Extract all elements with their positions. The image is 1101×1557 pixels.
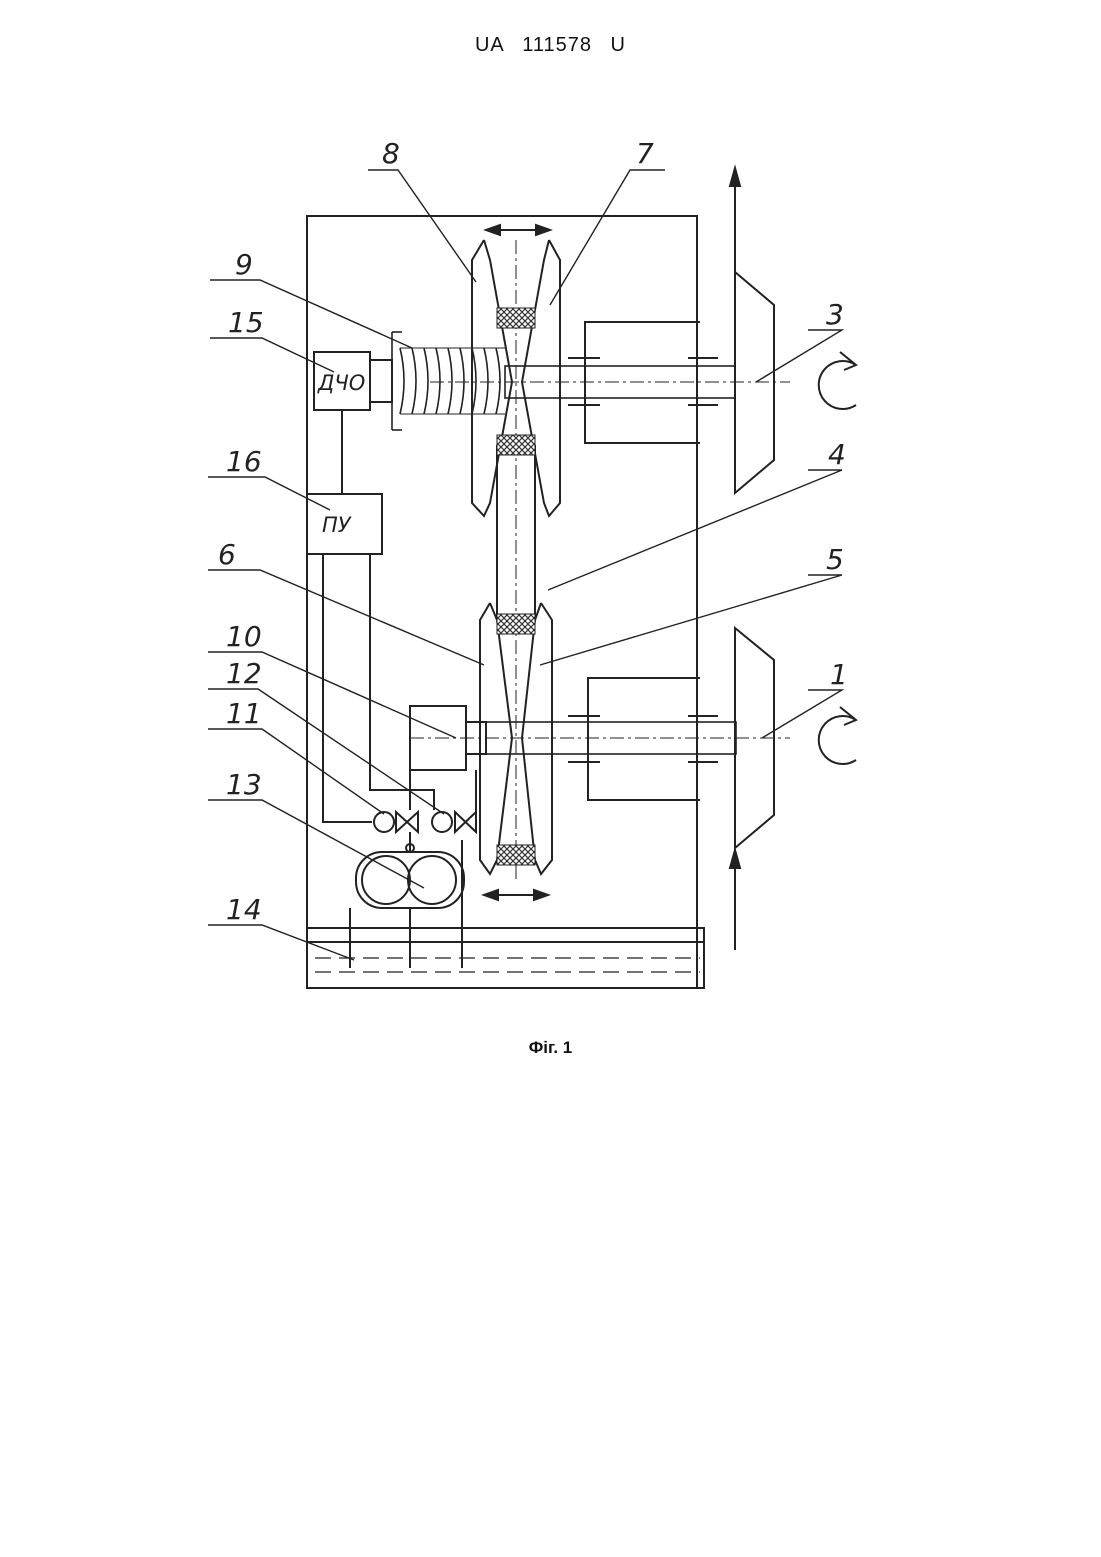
callout-1: 1 xyxy=(830,658,848,691)
callout-9: 9 xyxy=(235,248,253,281)
upper-pulley-flange-8 xyxy=(472,240,512,516)
callout-14: 14 xyxy=(226,893,262,926)
valve-11-solenoid xyxy=(374,812,394,832)
figure-caption: Фіг. 1 xyxy=(0,1038,1101,1058)
upper-pulley-flange-7 xyxy=(522,240,560,516)
callout-4: 4 xyxy=(828,438,846,471)
callout-3: 3 xyxy=(826,298,844,331)
callout-12: 12 xyxy=(226,657,262,690)
callout-16: 16 xyxy=(226,445,262,478)
callout-13: 13 xyxy=(226,768,262,801)
callout-7: 7 xyxy=(636,137,654,170)
valve-12-solenoid xyxy=(432,812,452,832)
controller-box-label: ПУ xyxy=(322,513,352,537)
callout-15: 15 xyxy=(228,306,264,339)
callout-11: 11 xyxy=(226,697,262,730)
callout-8: 8 xyxy=(382,137,400,170)
callout-5: 5 xyxy=(826,543,844,576)
sensor-box-label: ДЧО xyxy=(317,371,365,395)
callout-10: 10 xyxy=(226,620,262,653)
callout-6: 6 xyxy=(218,538,236,571)
